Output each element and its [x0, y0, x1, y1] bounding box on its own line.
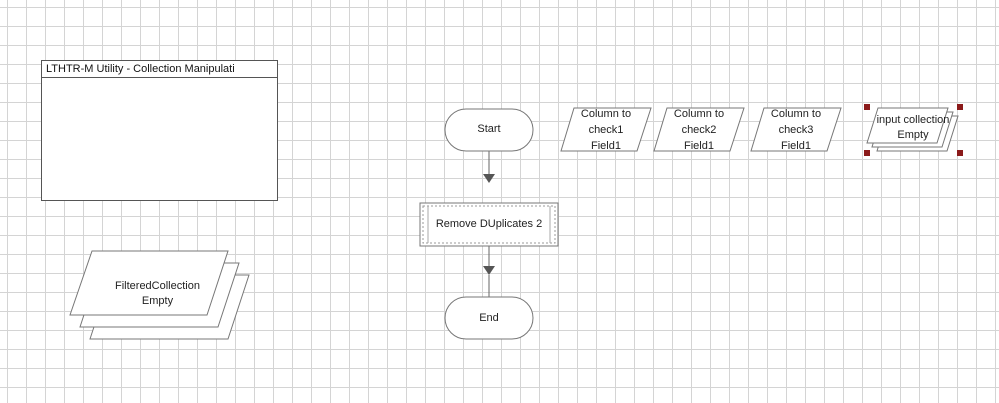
- data-item-column-to-check3[interactable]: [750, 107, 842, 152]
- filtered-collection-shape[interactable]: [69, 250, 250, 340]
- data-item-column-to-check1[interactable]: [560, 107, 652, 152]
- data-item-name-line1: Column to: [673, 108, 725, 120]
- start-stage[interactable]: [444, 108, 534, 152]
- process-stage[interactable]: [419, 202, 559, 247]
- arrow-head-2: [483, 266, 495, 275]
- selection-handle-bottom-left[interactable]: [864, 150, 870, 156]
- data-item-name-line1: Column to: [580, 108, 632, 120]
- selection-handle-bottom-right[interactable]: [957, 150, 963, 156]
- selection-handle-top-left[interactable]: [864, 104, 870, 110]
- selection-handle-top-right[interactable]: [957, 104, 963, 110]
- end-stage[interactable]: [444, 296, 534, 340]
- data-item-name-line2: check2: [681, 124, 717, 136]
- data-item-label-2: Column to check2 Field1: [661, 106, 737, 154]
- data-item-label-1: Column to check1 Field1: [568, 106, 644, 154]
- filtered-collection-value: Empty: [141, 295, 174, 307]
- data-item-value: Field1: [781, 140, 811, 152]
- data-item-label-3: Column to check3 Field1: [758, 106, 834, 154]
- input-collection-name: input collection: [876, 114, 950, 126]
- data-item-value: Field1: [684, 140, 714, 152]
- data-item-name-line1: Column to: [770, 108, 822, 120]
- input-collection-label: input collection Empty: [867, 113, 959, 143]
- arrow-head-1: [483, 174, 495, 183]
- input-collection-shape[interactable]: [866, 107, 959, 152]
- process-label: Remove DUplicates 2: [435, 218, 543, 230]
- start-label: Start: [477, 123, 501, 135]
- filtered-collection-name: FilteredCollection: [115, 280, 200, 292]
- input-collection-value: Empty: [897, 129, 929, 141]
- filtered-collection-label: FilteredCollection Empty: [100, 279, 215, 309]
- end-label: End: [479, 312, 499, 324]
- data-item-name-line2: check3: [778, 124, 814, 136]
- page-info-box[interactable]: LTHTR-M Utility - Collection Manipulati: [41, 60, 278, 201]
- data-item-value: Field1: [591, 140, 621, 152]
- data-item-column-to-check2[interactable]: [653, 107, 745, 152]
- data-item-name-line2: check1: [588, 124, 624, 136]
- page-title: LTHTR-M Utility - Collection Manipulati: [42, 61, 277, 78]
